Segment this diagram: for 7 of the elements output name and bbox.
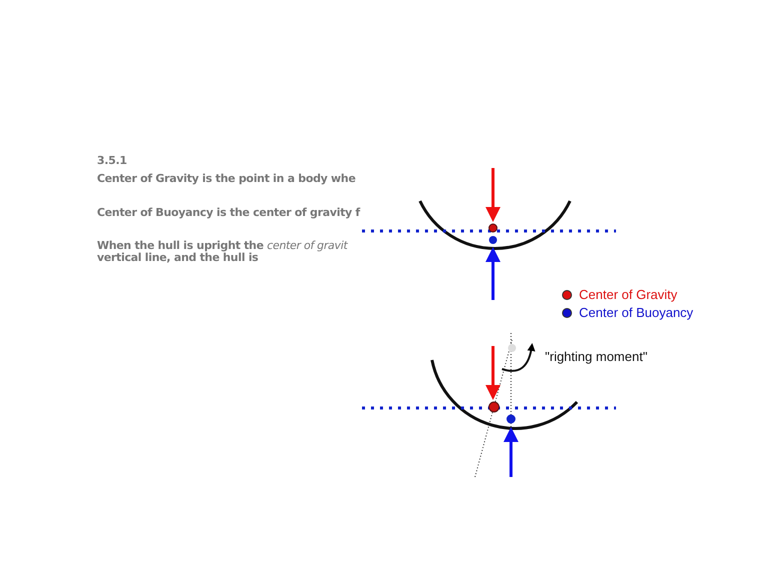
section-number: 3.5.1 <box>97 155 128 167</box>
body-text: Center of Buoyancy is the center of gravity f <box>97 207 362 219</box>
body-text: When the hull is upright the center of gravit vertical line, and the hull is <box>97 240 349 264</box>
legend-text: Center of Buoyancy <box>579 305 694 320</box>
body-text: Center of Gravity is the point in a body whe <box>97 173 356 185</box>
annotation-label: "righting moment" <box>545 351 648 363</box>
legend-text: Center of Gravity <box>579 287 678 302</box>
